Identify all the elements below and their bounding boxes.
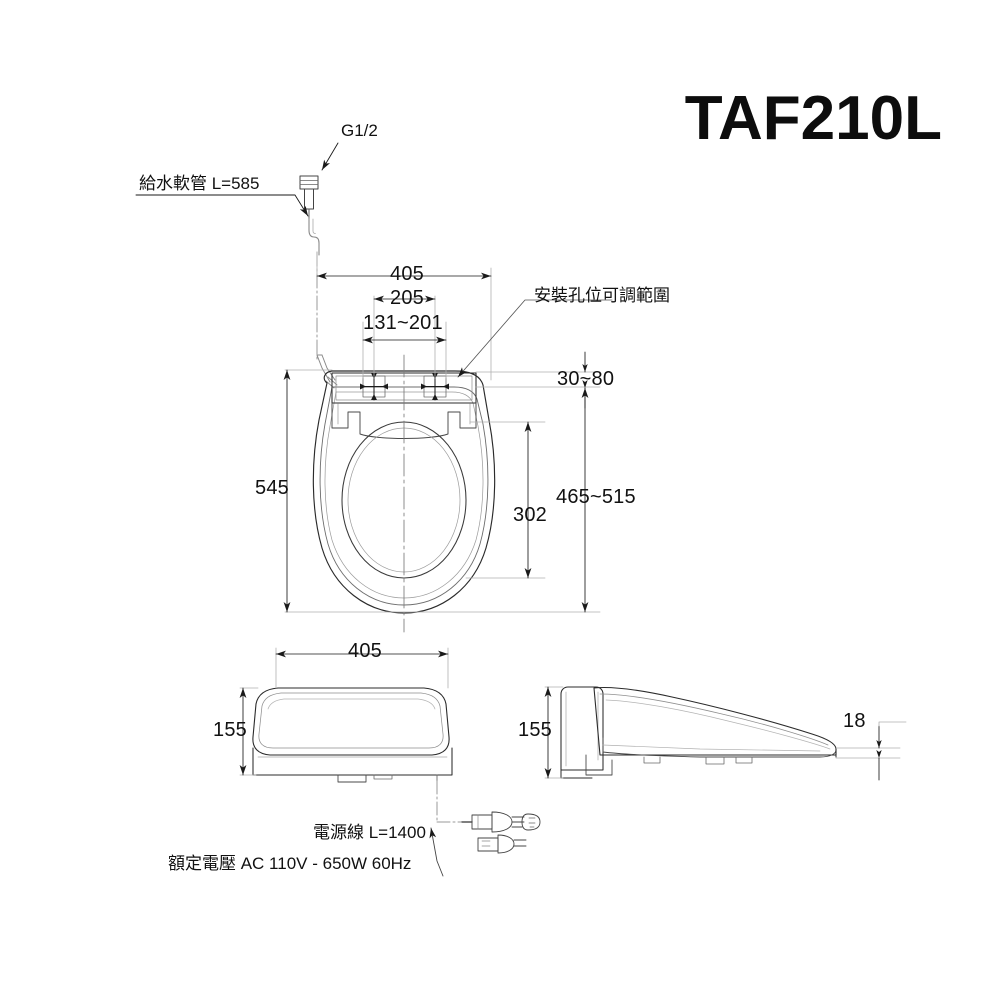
page-title: TAF210L (684, 84, 942, 153)
plan-seat-opening-dim: 302 (513, 504, 547, 526)
inlet-thread-label: G1/2 (341, 121, 378, 140)
leader-lines (135, 142, 339, 217)
power-cord-leader (429, 827, 444, 877)
power-plug-icon (461, 811, 541, 854)
hose-fitting-icon (299, 175, 319, 220)
plan-rear-offset-dim: 30~80 (557, 368, 615, 390)
front-width-dim: 405 (348, 640, 382, 662)
rated-voltage-label: 額定電壓 AC 110V - 650W 60Hz (168, 854, 412, 873)
plan-overall-width-dim: 405 (390, 263, 424, 285)
power-cord-label: 電源線 L=1400 (313, 823, 426, 842)
mounting-hole-range-label: 安裝孔位可調範圍 (534, 286, 670, 305)
side-front-edge-thickness-dim: 18 (843, 710, 866, 732)
side-view-dimension-lines (544, 686, 907, 781)
plan-dimension-lines (283, 251, 613, 613)
side-height-dim: 155 (518, 719, 552, 741)
front-height-dim: 155 (213, 719, 247, 741)
plan-hole-spacing-dim: 205 (390, 287, 424, 309)
plan-hole-adjust-range-dim: 131~201 (363, 312, 443, 334)
top-plan-view (312, 354, 496, 633)
front-elevation-view (252, 687, 453, 784)
side-elevation-view (560, 686, 837, 779)
water-supply-hose-label: 給水軟管 L=585 (139, 174, 260, 193)
front-view-dimension-lines (239, 647, 449, 776)
plan-overall-length-dim: 545 (255, 477, 289, 499)
power-cord (436, 780, 463, 823)
plan-front-reach-dim: 465~515 (556, 486, 636, 508)
water-supply-hose (308, 218, 338, 389)
